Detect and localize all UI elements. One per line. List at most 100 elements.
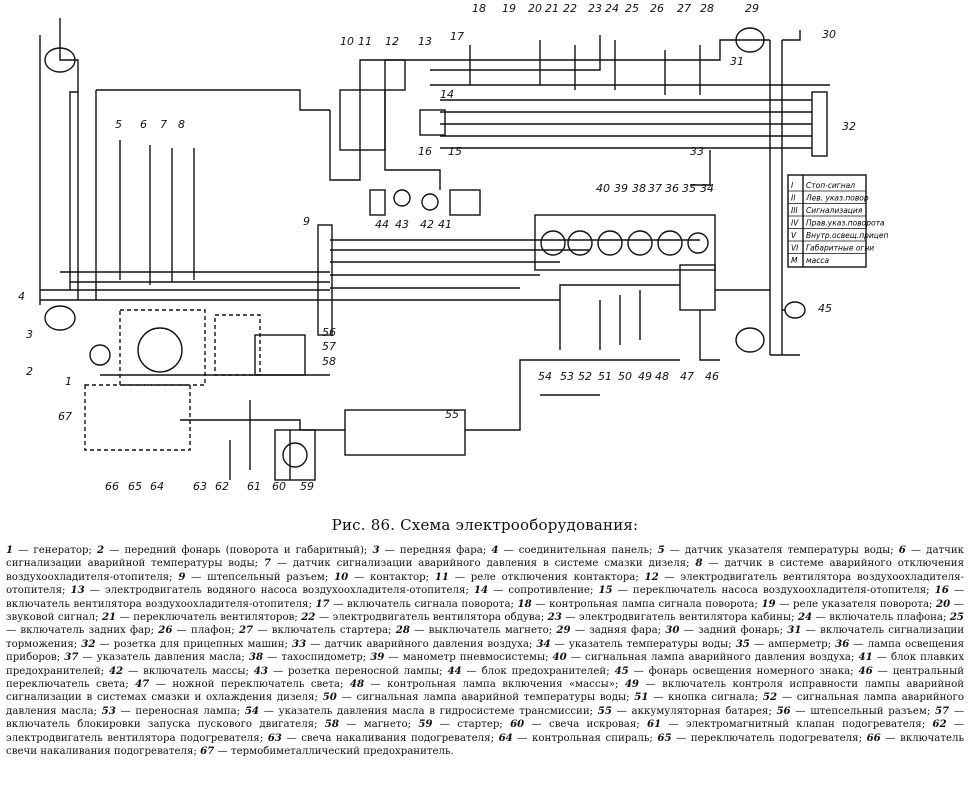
legend-number: 1 [6, 544, 14, 556]
label-49: 49 [638, 370, 652, 383]
legend-text: термобиметаллический предохранитель. [230, 746, 454, 758]
legend-number: 14 [473, 584, 489, 597]
legend-entry-8: 8 — датчик в системе аварийного отключен… [6, 557, 964, 583]
legend-number: 55 [597, 704, 612, 717]
legend-text: розетка для прицепных машин [113, 638, 285, 650]
legend-text: передний фонарь (поворота и габаритный) [124, 545, 364, 556]
label-7: 7 [160, 118, 167, 131]
label-46: 46 [705, 370, 719, 383]
legend-number: 13 [70, 584, 85, 597]
legend-text: магнето [363, 719, 408, 731]
label-61: 61 [247, 480, 261, 493]
label-11: 11 [358, 35, 372, 48]
legend-text: задний фонарь [698, 625, 780, 637]
legend-text: центральный переключатель света [6, 665, 964, 691]
legend-text: сопротивление [508, 585, 590, 597]
legend-text: включатель вентилятора воздухоохладителя… [6, 598, 309, 610]
legend-entry-56: 56 — штепсельный разъем; [776, 704, 935, 717]
legend-number: 23 [547, 611, 562, 624]
legend-number: 7 [263, 557, 271, 570]
label-57: 57 [322, 340, 336, 353]
legend-entry-26: 26 — плафон; [158, 624, 239, 637]
legend-entry-6: 6 — датчик сигнализации аварийной темпер… [6, 544, 964, 570]
legend-text: ножной переключатель света [172, 679, 341, 691]
legend-number: 36 [835, 637, 850, 650]
legend-number: 58 [324, 718, 339, 731]
legend-number: 47 [135, 678, 150, 691]
label-17: 17 [450, 30, 464, 43]
legend-text: включатель сигнализации торможения [6, 625, 964, 650]
legend-entry-43: 43 — розетка переносной лампы; [253, 664, 448, 677]
legend-entry-31: 31 — включатель сигнализации торможения; [6, 624, 964, 650]
legend-text: выключатель магнето [428, 625, 549, 637]
legend-text: лампа освещения приборов [6, 638, 964, 664]
legend-text: штепсельный разъем [810, 705, 927, 717]
legend-number: 67 [200, 745, 215, 758]
legend-entry-23: 23 — электродвигатель вентилятора кабины… [547, 611, 798, 624]
legend-number: 62 [932, 718, 947, 731]
legend-entry-27: 27 — включатель стартера; [238, 624, 396, 637]
legend-number: 43 [253, 664, 268, 677]
legend-number: 11 [434, 570, 450, 583]
legend-number: 37 [64, 651, 79, 664]
legend-text: контрольная лампа включения «массы» [387, 679, 615, 691]
switch-table-row-label: Стоп-сигнал [806, 181, 855, 190]
label-5: 5 [115, 118, 122, 131]
legend-entry-46: 46 — центральный переключатель света; [6, 664, 964, 691]
legend-text: свеча искровая [548, 719, 637, 731]
legend-entry-2: 2 — передний фонарь (поворота и габаритн… [97, 544, 373, 556]
legend-entry-18: 18 — контрольная лампа сигнала поворота; [517, 597, 762, 610]
legend-entry-48: 48 — контрольная лампа включения «массы»… [349, 678, 625, 691]
switch-table-row-label: Габаритные огни [806, 244, 874, 253]
label-14: 14 [440, 88, 454, 101]
legend-number: 3 [372, 544, 380, 556]
legend-number: 21 [101, 611, 117, 624]
legend-entry-25: 25 — включатель задних фар; [6, 611, 964, 637]
legend-entry-14: 14 — сопротивление; [473, 584, 599, 597]
legend-text: блок предохранителей [481, 665, 607, 677]
legend-text: сигнальная лампа аварийного давления воз… [585, 652, 851, 664]
legend-entry-36: 36 — лампа освещения приборов; [6, 637, 964, 664]
legend-number: 64 [498, 731, 513, 744]
legend-number: 4 [491, 544, 499, 556]
legend-text: датчик в системе аварийного отключения в… [6, 558, 964, 583]
label-23: 23 [588, 2, 602, 15]
legend-text: включатель плафона [829, 612, 943, 624]
label-55: 55 [445, 408, 459, 421]
wiring-diagram: 4 3 2 1 5 6 7 8 9 10 11 12 13 14 15 16 1… [18, 2, 888, 493]
legend-number: 28 [395, 624, 410, 637]
legend-number: 51 [634, 691, 649, 704]
label-29: 29 [745, 2, 759, 15]
legend-text: контрольная лампа сигнала поворота [549, 598, 755, 610]
legend-number: 59 [418, 718, 433, 731]
legend-text: датчик аварийного давления воздуха [324, 638, 529, 650]
legend-entry-51: 51 — кнопка сигнала; [634, 691, 763, 704]
label-44: 44 [375, 218, 389, 231]
label-52: 52 [578, 370, 592, 383]
legend-entry-11: 11 — реле отключения контактора; [434, 570, 645, 583]
legend-entry-33: 33 — датчик аварийного давления воздуха; [291, 637, 537, 650]
legend-number: 9 [178, 570, 186, 583]
legend-text: передняя фара [399, 545, 483, 556]
legend-text: фонарь освещения номерного знака [648, 665, 851, 677]
legend-entry-12: 12 — электродвигатель вентилятора воздух… [6, 570, 964, 597]
label-12: 12 [385, 35, 399, 48]
label-33: 33 [690, 145, 704, 158]
legend-entry-67: 67 — термобиметаллический предохранитель… [200, 745, 454, 758]
legend-entry-47: 47 — ножной переключатель света; [135, 678, 350, 691]
legend-number: 52 [762, 691, 778, 704]
legend-text: включатель стартера [271, 625, 389, 637]
legend-text: переключатель вентиляторов [133, 612, 295, 624]
legend-entry-24: 24 — включатель плафона; [797, 611, 950, 624]
legend-text: переключатель подогревателя [690, 732, 859, 744]
legend-entry-61: 61 — электромагнитный клапан подогревате… [646, 718, 933, 731]
legend-number: 44 [447, 664, 462, 677]
switch-table-row-id: III [791, 206, 798, 215]
legend-text: включатель свечи накаливания подогревате… [6, 732, 964, 758]
legend-text: блок плавких предохранителей [6, 652, 964, 677]
label-67: 67 [58, 410, 72, 423]
legend-entry-16: 16 — включатель вентилятора воздухоохлад… [6, 584, 964, 610]
label-36: 36 [665, 182, 679, 195]
legend-entry-15: 15 — переключатель насоса воздухоохладит… [598, 584, 935, 597]
label-41: 41 [438, 218, 452, 231]
